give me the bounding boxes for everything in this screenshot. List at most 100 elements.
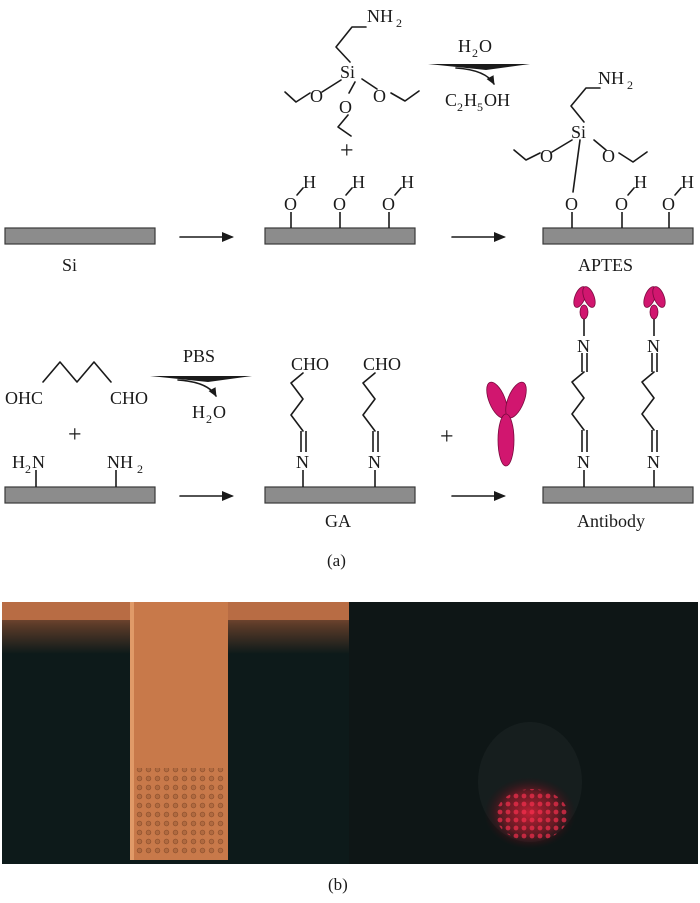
- oh-h-1: H: [303, 172, 316, 192]
- ga-reagent-left: OHC: [5, 388, 43, 408]
- bound-ab2-fc: [649, 304, 659, 320]
- oh-h-3: H: [401, 172, 414, 192]
- si-o-bond-middle: [348, 81, 356, 94]
- pbs-h: H: [192, 402, 205, 422]
- oh-substrate: [264, 227, 416, 245]
- reagent-o-right: O: [373, 86, 386, 106]
- ga-reagent-right: CHO: [110, 388, 148, 408]
- row2-plus: +: [68, 422, 82, 448]
- ga-substrate: N N CHO CHO GA: [264, 354, 416, 531]
- oh-o-2: O: [333, 194, 346, 214]
- h2o-above-h: H: [458, 36, 471, 56]
- bound-ab2-fab-right: [652, 286, 666, 308]
- aptes-h-2: H: [634, 172, 647, 192]
- aptes-label: APTES: [578, 255, 633, 275]
- pbs-sub: 2: [206, 412, 212, 426]
- oh-h-bond-2: [345, 187, 353, 196]
- ga-chain-1: [290, 372, 304, 432]
- aptes-ethoxy-right: [618, 151, 648, 163]
- ga-chain-2: [362, 372, 376, 432]
- reagent-nh-subscript: 2: [396, 16, 402, 30]
- aptes-o-2: O: [615, 194, 628, 214]
- ga-cho-2: CHO: [363, 354, 401, 374]
- aptes-ethoxy-left: [513, 149, 541, 161]
- si-substrate: [4, 227, 156, 245]
- amine-left-h: H: [12, 452, 25, 472]
- oh-o-1: O: [284, 194, 297, 214]
- ethanol-h: H: [464, 90, 477, 110]
- amine-substrate-bar: [4, 486, 156, 504]
- aptes-o-bound: O: [565, 194, 578, 214]
- ga-substrate-bar: [264, 486, 416, 504]
- bound-ab1-fab-right: [582, 286, 596, 308]
- aptes-h-bond-2: [627, 187, 635, 196]
- pbs-byproduct-curve: [177, 379, 217, 397]
- cantilever-highlight: [130, 602, 134, 860]
- oh-o-3: O: [382, 194, 395, 214]
- antibody-substrate-bar: [542, 486, 694, 504]
- panel-b-brightfield: [2, 602, 349, 864]
- amine-left-n: N: [32, 452, 45, 472]
- oh-h-bond-3: [394, 187, 402, 196]
- pbs-label: PBS: [183, 346, 215, 366]
- reagent-o-middle: O: [339, 97, 352, 117]
- reagent-nh-label: NH: [367, 6, 393, 26]
- aptes-nh-sub: 2: [627, 78, 633, 92]
- panel-b-fluorescence: [349, 602, 698, 864]
- aptes-o-3: O: [662, 194, 675, 214]
- ethoxy-right: [390, 90, 420, 102]
- aptes-reagent-molecule: NH 2 Si O O O +: [284, 6, 420, 164]
- antibody-fc: [497, 413, 515, 467]
- ethanol-oh: OH: [484, 90, 510, 110]
- ethoxy-left: [284, 91, 311, 103]
- si-o-bond-right: [361, 78, 378, 90]
- caption-a: (a): [327, 551, 346, 570]
- fluorescence-dot-array: [496, 789, 568, 841]
- amine-substrate: H 2 N NH 2: [4, 452, 156, 504]
- si-label: Si: [62, 255, 77, 275]
- aptes-h-3: H: [681, 172, 694, 192]
- ab-n-low-1: N: [577, 452, 590, 472]
- aminopropyl-chain: [335, 26, 367, 63]
- si-o-surface-bond: [572, 139, 581, 193]
- ga-cho-1: CHO: [291, 354, 329, 374]
- h2o-above-sub: 2: [472, 46, 478, 60]
- free-antibody: [486, 381, 527, 467]
- antibody-label: Antibody: [577, 511, 645, 531]
- caption-b: (b): [328, 875, 348, 894]
- amine-left-sub: 2: [25, 462, 31, 476]
- oh-h-2: H: [352, 172, 365, 192]
- ga-label: GA: [325, 511, 351, 531]
- reagent-si-label: Si: [340, 62, 355, 82]
- aptes-h-bond-3: [674, 187, 682, 196]
- reagent-plus: +: [340, 138, 354, 164]
- pbs-arrow-head: [150, 376, 252, 382]
- pbs-o: O: [213, 402, 226, 422]
- aptes-o-left: O: [540, 146, 553, 166]
- ab-n-low-2: N: [647, 452, 660, 472]
- aptes-aminopropyl-chain: [570, 87, 601, 123]
- h2o-above-o: O: [479, 36, 492, 56]
- ga-n-1: N: [296, 452, 309, 472]
- aptes-si: Si: [571, 122, 586, 142]
- aptes-nh: NH: [598, 68, 624, 88]
- ab-chain-1: [571, 371, 585, 431]
- reagent-o-left: O: [310, 86, 323, 106]
- hydroxylated-substrate: O O O H H H: [264, 172, 416, 245]
- byproduct-curve: [455, 67, 495, 85]
- pbs-reaction-arrow: PBS H 2 O: [150, 346, 252, 426]
- ab-n-high-1: N: [577, 336, 590, 356]
- glutaraldehyde-chain: [42, 361, 112, 383]
- ethanol-c: C: [445, 90, 457, 110]
- reaction-arrow-head: [428, 64, 530, 70]
- amine-right-nh: NH: [107, 452, 133, 472]
- ethanol-sub1: 2: [457, 100, 463, 114]
- cantilever-dot-array: [134, 768, 224, 856]
- antibody-substrate: N N N N Antibody: [542, 286, 694, 531]
- si-o-bond-left: [321, 79, 342, 93]
- ga-n-2: N: [368, 452, 381, 472]
- ethanol-sub2: 5: [477, 100, 483, 114]
- ab-chain-2: [641, 371, 655, 431]
- antibody-plus: +: [440, 424, 454, 450]
